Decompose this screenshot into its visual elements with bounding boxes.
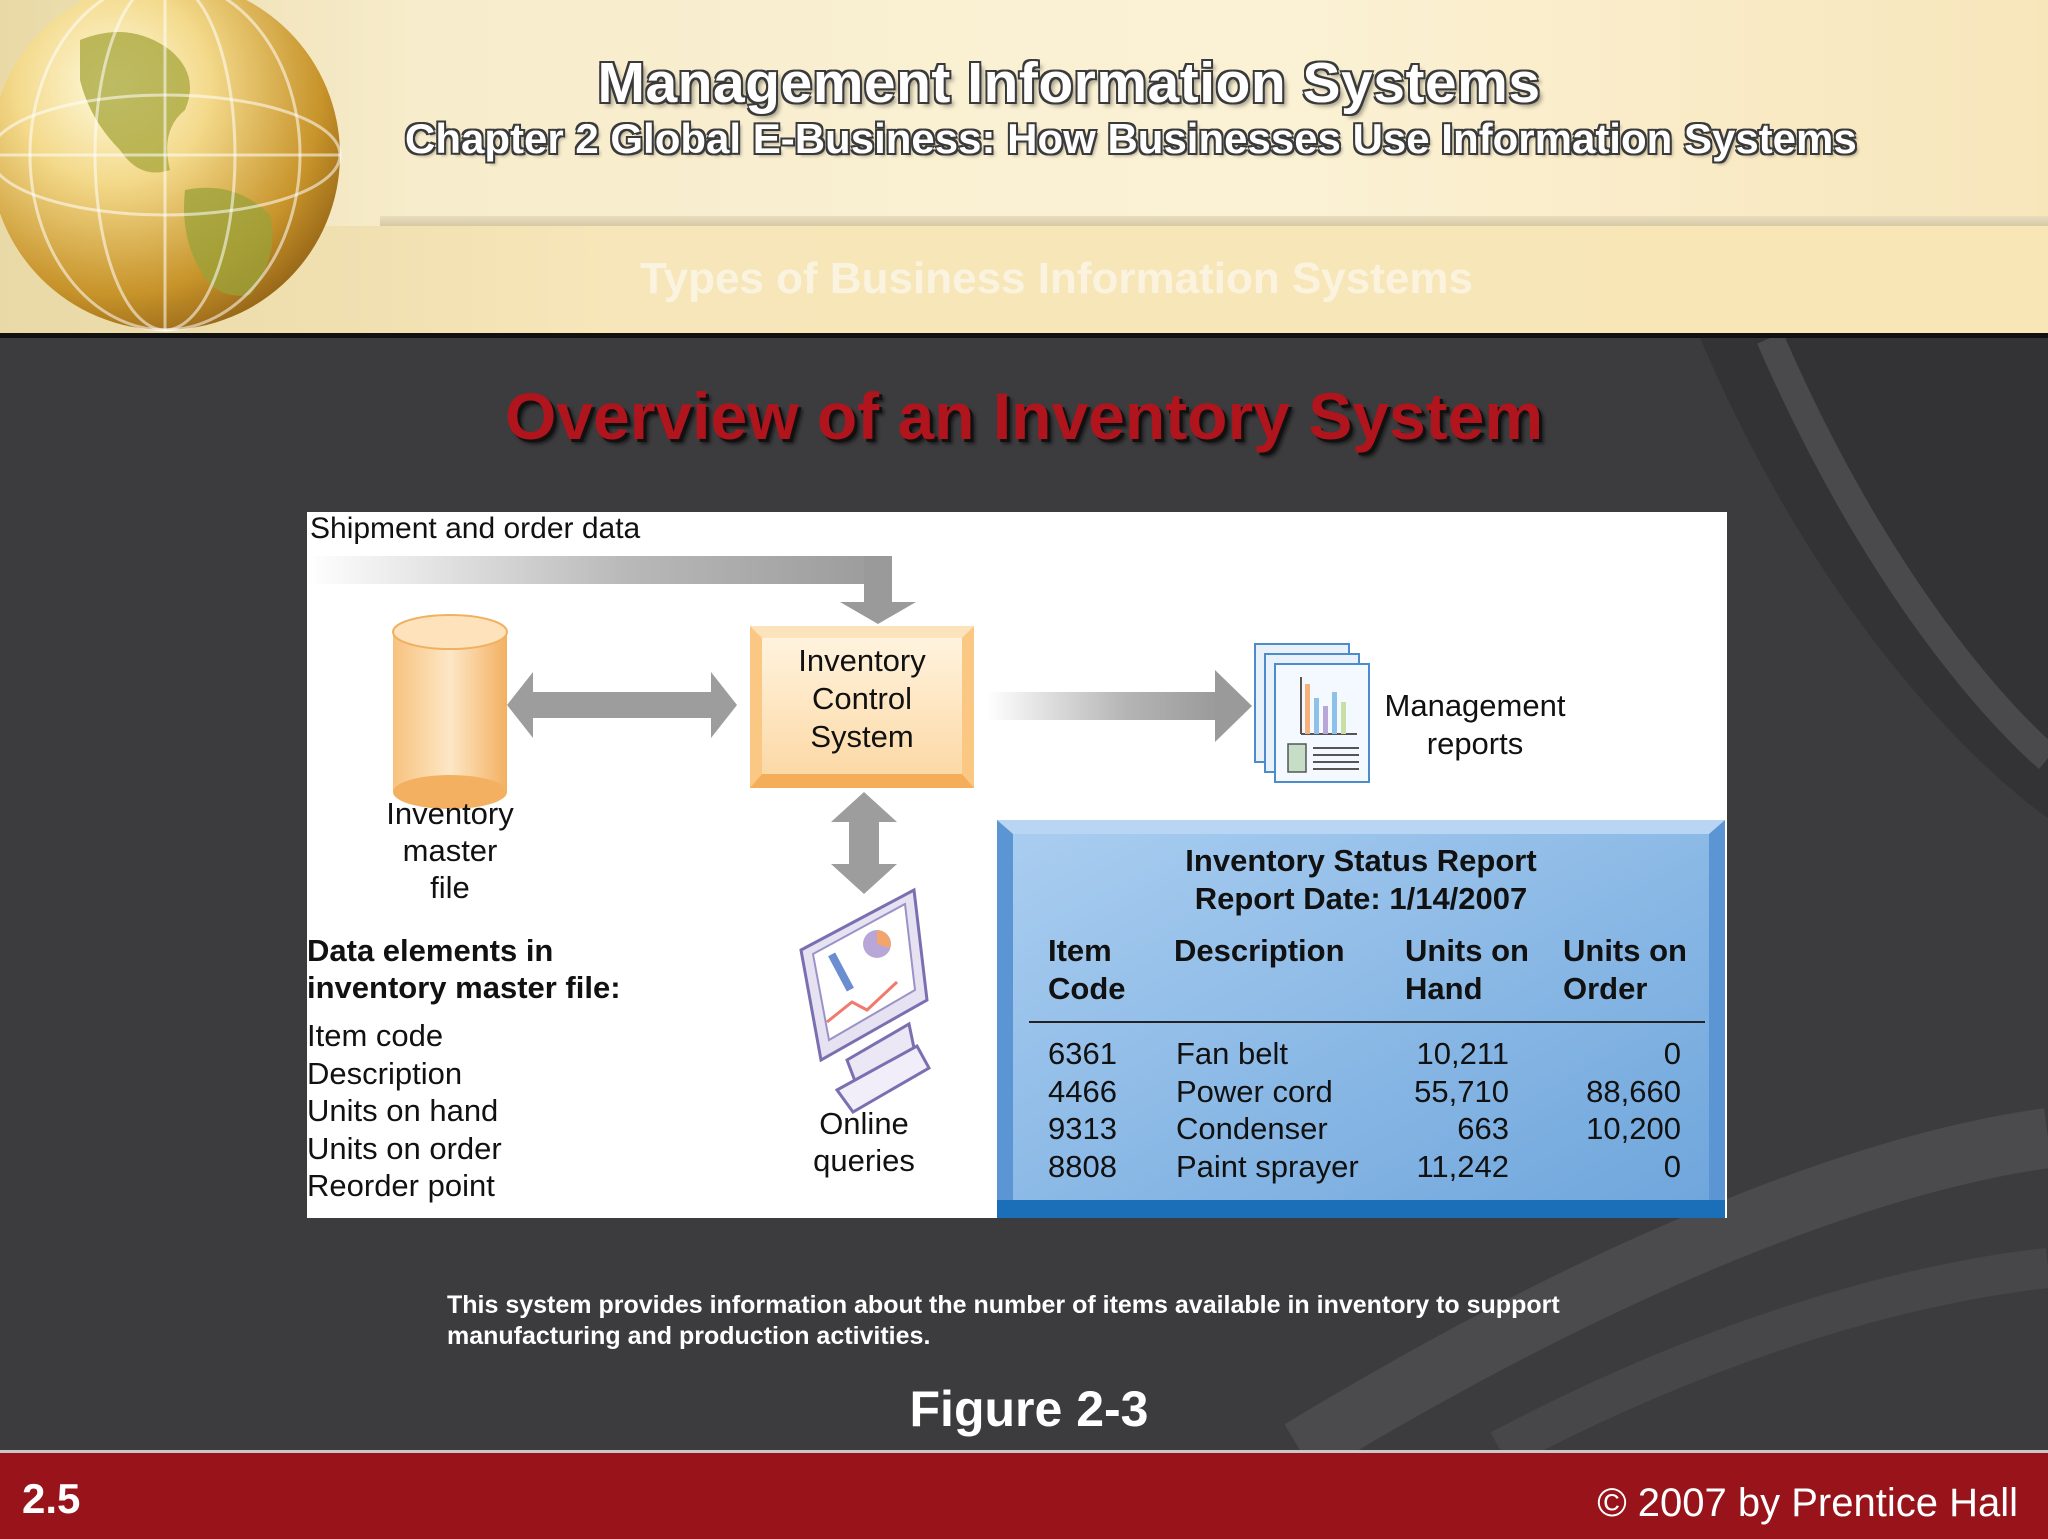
header-line: Units on [1405, 933, 1529, 968]
cell-units-on-order: 88,660 [1586, 1073, 1681, 1109]
header-line: Order [1563, 971, 1648, 1006]
list-item: Reorder point [307, 1168, 495, 1203]
cell-units-on-hand: 11,242 [1416, 1148, 1509, 1184]
reports-arrow [987, 670, 1252, 742]
list-item: Item code [307, 1018, 444, 1053]
shipment-data-label: Shipment and order data [310, 512, 641, 545]
report-title-block: Inventory Status Report Report Date: 1/1… [1013, 842, 1709, 918]
inventory-diagram: Shipment and order data Inventory Contro… [307, 512, 1727, 1218]
report-table-body: 6361 Fan belt 10,211 0 4466 Power cord 5… [307, 1035, 1727, 1185]
header-line: Hand [1405, 971, 1483, 1006]
ics-queries-arrow [831, 792, 897, 894]
table-row: 4466 Power cord 55,710 88,660 [307, 1073, 1727, 1111]
ics-box-graphic [750, 626, 974, 788]
online-queries-label: Online queries [764, 1105, 964, 1179]
data-elements-title-line: inventory master file: [307, 970, 621, 1005]
cell-units-on-hand: 55,710 [1414, 1073, 1509, 1109]
column-header-units-on-hand: Units on Hand [1405, 932, 1529, 1008]
queries-label-line: Online [819, 1106, 909, 1141]
table-row: 9313 Condenser 663 10,200 [307, 1110, 1727, 1148]
cell-units-on-hand: 10,211 [1416, 1036, 1509, 1071]
master-file-label: Inventory master file [350, 795, 550, 906]
slide-number: 2.5 [22, 1475, 81, 1522]
figure-caption: This system provides information about t… [447, 1291, 1560, 1350]
course-title: Management Information Systems [597, 51, 1541, 115]
diagram-graphics [307, 556, 1725, 1218]
management-reports-label: Management reports [1375, 687, 1575, 763]
shipment-arrow [307, 556, 916, 624]
globe-icon [0, 0, 342, 332]
database-icon [392, 614, 508, 809]
data-elements-list: Item code Description Units on hand Unit… [307, 1017, 502, 1205]
header-line: Code [1048, 971, 1126, 1006]
header-rule [0, 333, 2048, 338]
reports-stack-icon [1254, 643, 1370, 783]
header-lower-band [0, 226, 2048, 336]
data-elements-title-line: Data elements in [307, 933, 554, 968]
reports-label-line: reports [1426, 726, 1524, 761]
column-header-description: Description [1174, 932, 1345, 970]
cell-description: Paint sprayer [1176, 1148, 1359, 1184]
cell-item-code: 9313 [1048, 1111, 1117, 1146]
header-line: Units on [1563, 933, 1687, 968]
copyright-notice: © 2007 by Prentice Hall [1597, 1481, 2018, 1525]
cell-description: Power cord [1176, 1073, 1333, 1109]
header-divider [380, 216, 2048, 226]
queries-label-line: queries [813, 1143, 915, 1178]
figure-label: Figure 2-3 [909, 1381, 1149, 1437]
cell-units-on-order: 0 [1663, 1036, 1681, 1071]
chapter-subtitle: Chapter 2 Global E-Business: How Busines… [405, 115, 1857, 162]
master-label-line: file [430, 870, 470, 905]
list-item: Description [307, 1055, 463, 1091]
list-item: Units on order [307, 1130, 502, 1166]
cell-description: Condenser [1176, 1111, 1328, 1146]
master-label-line: Inventory [386, 796, 514, 831]
table-row: 8808 Paint sprayer 11,242 0 [307, 1148, 1727, 1186]
cell-units-on-hand: 663 [1457, 1111, 1509, 1146]
footer-bar: 2.5 © 2007 by Prentice Hall [0, 1450, 2048, 1539]
ics-label-line: Inventory [798, 643, 926, 678]
master-ics-arrow [507, 672, 737, 738]
header-line: Item [1048, 933, 1112, 968]
table-row: 6361 Fan belt 10,211 0 [307, 1035, 1727, 1073]
cell-units-on-order: 10,200 [1586, 1111, 1681, 1146]
header-line: Description [1174, 933, 1345, 968]
list-item: Units on hand [307, 1093, 499, 1128]
cell-item-code: 4466 [1048, 1073, 1117, 1109]
ics-label: Inventory Control System [762, 642, 962, 756]
cell-item-code: 8808 [1048, 1148, 1117, 1184]
cell-units-on-order: 0 [1663, 1148, 1681, 1184]
column-header-units-on-order: Units on Order [1563, 932, 1687, 1008]
background-swooshes [1284, 338, 2048, 1450]
cell-item-code: 6361 [1048, 1036, 1117, 1071]
slide-title: Overview of an Inventory System [504, 379, 1544, 453]
master-label-line: master [402, 833, 498, 868]
data-elements-title: Data elements in inventory master file: [307, 932, 621, 1006]
ics-label-line: Control [812, 681, 912, 716]
reports-label-line: Management [1384, 688, 1566, 723]
section-title: Types of Business Information Systems [640, 254, 1473, 303]
report-date: Report Date: 1/14/2007 [1194, 881, 1528, 916]
report-title: Inventory Status Report [1185, 843, 1537, 878]
ics-label-line: System [810, 719, 914, 754]
cell-description: Fan belt [1176, 1036, 1289, 1071]
monitor-icon [799, 887, 932, 1114]
report-panel [997, 820, 1725, 1218]
column-header-item-code: Item Code [1048, 932, 1126, 1008]
